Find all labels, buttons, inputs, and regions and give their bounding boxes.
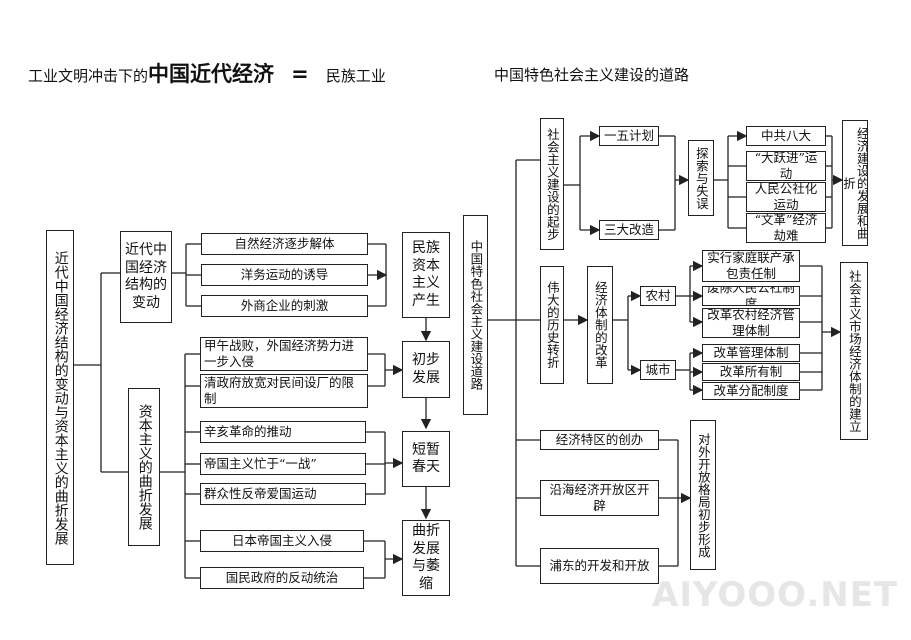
title-prefix: 工业文明冲击下的 (28, 67, 149, 85)
factor-westernization: 洋务运动的诱导 (201, 264, 368, 286)
factor-patriotic-movement: 群众性反帝爱国运动 (200, 483, 366, 505)
special-economic-zones: 经济特区的创办 (540, 430, 659, 450)
factor-kmt-rule: 国民政府的反动统治 (200, 567, 364, 589)
pudong-development: 浦东的开发和开放 (540, 548, 659, 584)
stage-twists-decline: 曲折发展与萎缩 (402, 520, 450, 596)
eighth-congress: 中共八大 (746, 126, 826, 146)
early-construction: 社会主义建设的起步 (540, 118, 564, 250)
household-responsibility: 实行家庭联产承包责任制 (702, 250, 800, 282)
cultural-revolution: “文革”经济劫难 (746, 213, 826, 243)
urban-label: 城市 (640, 360, 676, 380)
management-reform: 改革管理体制 (702, 344, 800, 362)
people-commune: 人民公社化运动 (746, 182, 826, 212)
factor-sino-japanese-war: 甲午战败，外国经济势力进一步入侵 (200, 337, 368, 371)
stage-emergence: 民族资本主义产生 (402, 232, 450, 318)
factor-qing-relax: 清政府放宽对民间设厂的限制 (200, 374, 368, 408)
structure-change: 近代中国经济结构的变动 (120, 231, 172, 323)
rural-label: 农村 (640, 286, 676, 306)
stage-initial-development: 初步发展 (402, 341, 450, 398)
great-leap: “大跃进”运动 (746, 151, 826, 181)
economic-reform: 经济体制的改革 (587, 266, 613, 384)
ownership-reform: 改革所有制 (702, 363, 800, 381)
title-bar: 工业文明冲击下的中国近代经济 = 民族工业 (28, 58, 386, 88)
distribution-reform: 改革分配制度 (702, 382, 800, 400)
factor-ww1: 帝国主义忙于“一战” (200, 453, 366, 475)
economy-development-result: 经济建设的发展和曲折 (842, 120, 868, 246)
factor-foreign-enterprise: 外商企业的刺激 (201, 295, 368, 317)
coastal-open-zones: 沿海经济开放区开辟 (540, 480, 659, 516)
title-equals: = (291, 62, 309, 86)
capitalism-twists: 资本主义的曲折发展 (128, 388, 160, 546)
market-economy-result: 社会主义市场经济体制的建立 (840, 262, 868, 440)
left-root: 近代中国经济结构的变动与资本主义的曲折发展 (46, 230, 74, 565)
stage-brief-spring: 短暂春天 (402, 431, 450, 487)
title-main: 中国近代经济 (148, 62, 275, 86)
watermark: AIYOOO.NET (652, 575, 899, 615)
explore-mistakes: 探索与失误 (688, 140, 714, 216)
three-transformations: 三大改造 (599, 220, 659, 240)
factor-japan-invasion: 日本帝国主义入侵 (200, 530, 364, 552)
title-national: 民族工业 (325, 67, 386, 85)
opening-result: 对外开放格局初步形成 (690, 420, 716, 570)
rural-management-reform: 改革农村经济管理体制 (702, 308, 800, 338)
title-socialist: 中国特色社会主义建设的道路 (494, 66, 690, 84)
right-root: 中国特色社会主义建设道路 (463, 215, 488, 415)
factor-xinhai-revolution: 辛亥革命的推动 (200, 421, 366, 443)
factor-natural-economy: 自然经济逐步解体 (201, 233, 368, 255)
five-year-plan: 一五计划 (599, 126, 659, 146)
historic-turn: 伟大的历史转折 (540, 266, 564, 384)
abolish-commune: 废除人民公社制度 (702, 286, 800, 306)
